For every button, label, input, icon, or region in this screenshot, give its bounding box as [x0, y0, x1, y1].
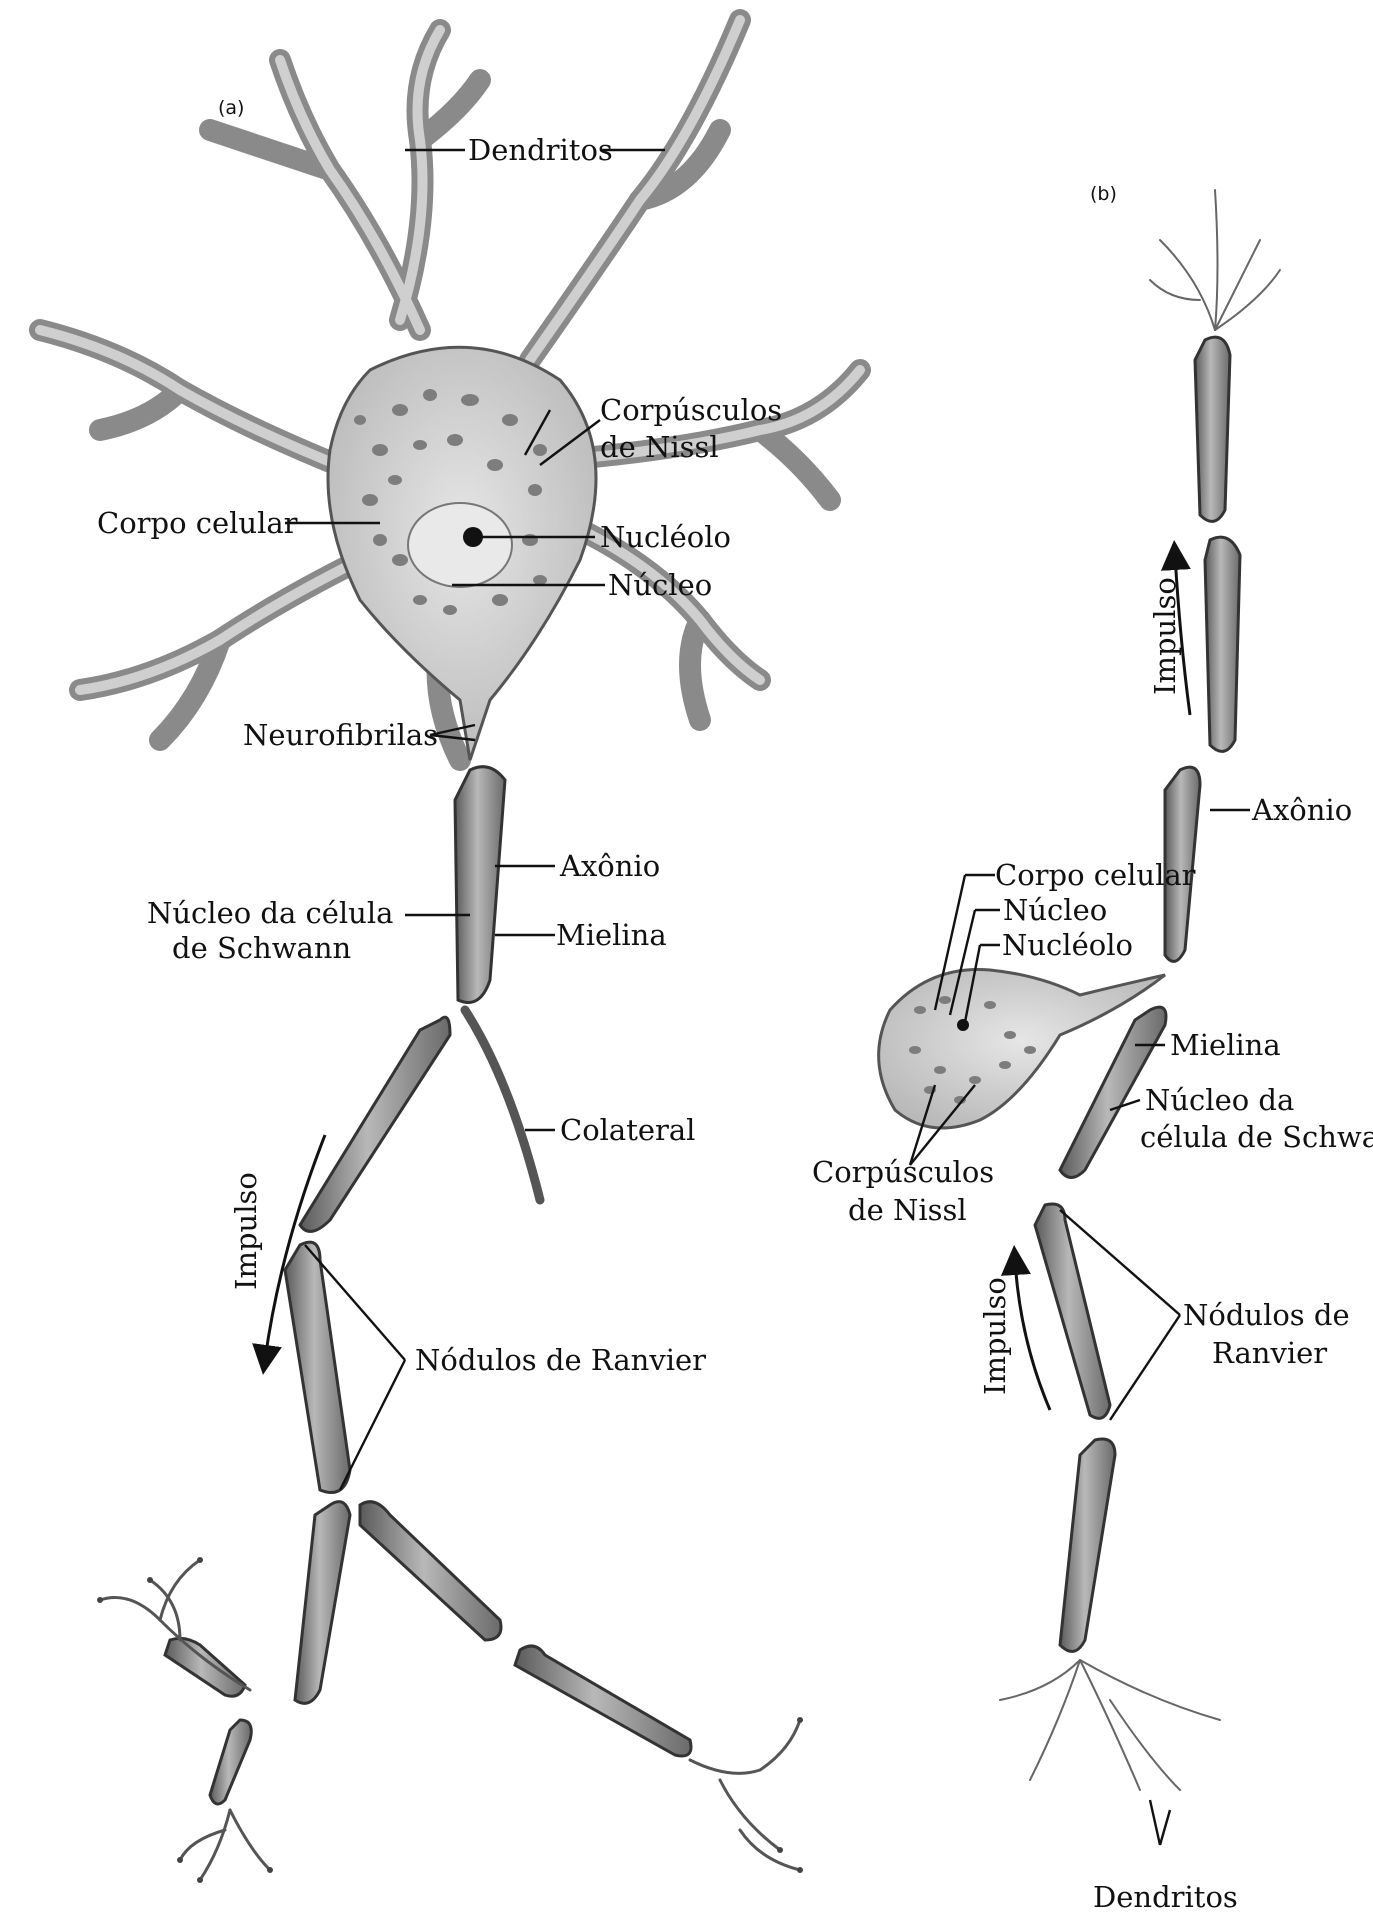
label-corpo-celular-b: Corpo celular: [995, 858, 1196, 892]
neuron-b-bottom-dendrites: [1000, 1660, 1220, 1790]
label-schwann-b-2: célula de Schwann: [1140, 1120, 1373, 1154]
label-schwann-b-1: Núcleo da: [1145, 1083, 1294, 1117]
panel-b-tag: (b): [1090, 183, 1117, 205]
neuron-a-collateral: [465, 1010, 540, 1200]
label-mielina-b: Mielina: [1170, 1028, 1281, 1062]
label-nodulos-a: Nódulos de Ranvier: [415, 1343, 706, 1377]
label-corpusculos-a-1: Corpúsculos: [600, 393, 782, 427]
neuron-b-top-dendrites: [1150, 190, 1280, 330]
label-nucleo-a: Núcleo: [608, 568, 712, 602]
label-nucleolo-a: Nucléolo: [600, 520, 731, 554]
label-colateral-a: Colateral: [560, 1113, 695, 1147]
label-dendritos-a: Dendritos: [468, 133, 613, 167]
neuron-a-drawing: [40, 20, 860, 1883]
neuron-a-nucleus: [408, 503, 512, 587]
label-corpo-celular-a: Corpo celular: [97, 506, 298, 540]
impulse-arrow-b-bottom: [1015, 1260, 1050, 1410]
label-impulso-b-bottom: Impulso: [978, 1277, 1012, 1395]
label-schwann-a-2: de Schwann: [172, 931, 351, 965]
label-impulso-b-top: Impulso: [1148, 577, 1182, 695]
label-nodulos-b-1: Nódulos de: [1183, 1298, 1350, 1332]
label-corpusculos-a-2: de Nissl: [600, 430, 719, 464]
label-nucleo-b: Núcleo: [1003, 893, 1107, 927]
panel-a-tag: (a): [218, 97, 244, 119]
label-mielina-a: Mielina: [556, 918, 667, 952]
label-axonio-b: Axônio: [1251, 793, 1352, 827]
label-schwann-a-1: Núcleo da célula: [147, 896, 393, 930]
neuron-b-nucleolus: [957, 1019, 969, 1031]
label-axonio-a: Axônio: [559, 849, 660, 883]
label-dendritos-b: Dendritos: [1093, 1880, 1238, 1914]
label-corpusculos-b-2: de Nissl: [848, 1193, 967, 1227]
label-nodulos-b-2: Ranvier: [1212, 1336, 1327, 1370]
label-impulso-a: Impulso: [229, 1172, 263, 1290]
label-neurofibrilas-a: Neurofibrilas: [243, 718, 438, 752]
label-nucleolo-b: Nucléolo: [1002, 928, 1133, 962]
label-corpusculos-b-1: Corpúsculos: [812, 1155, 994, 1189]
